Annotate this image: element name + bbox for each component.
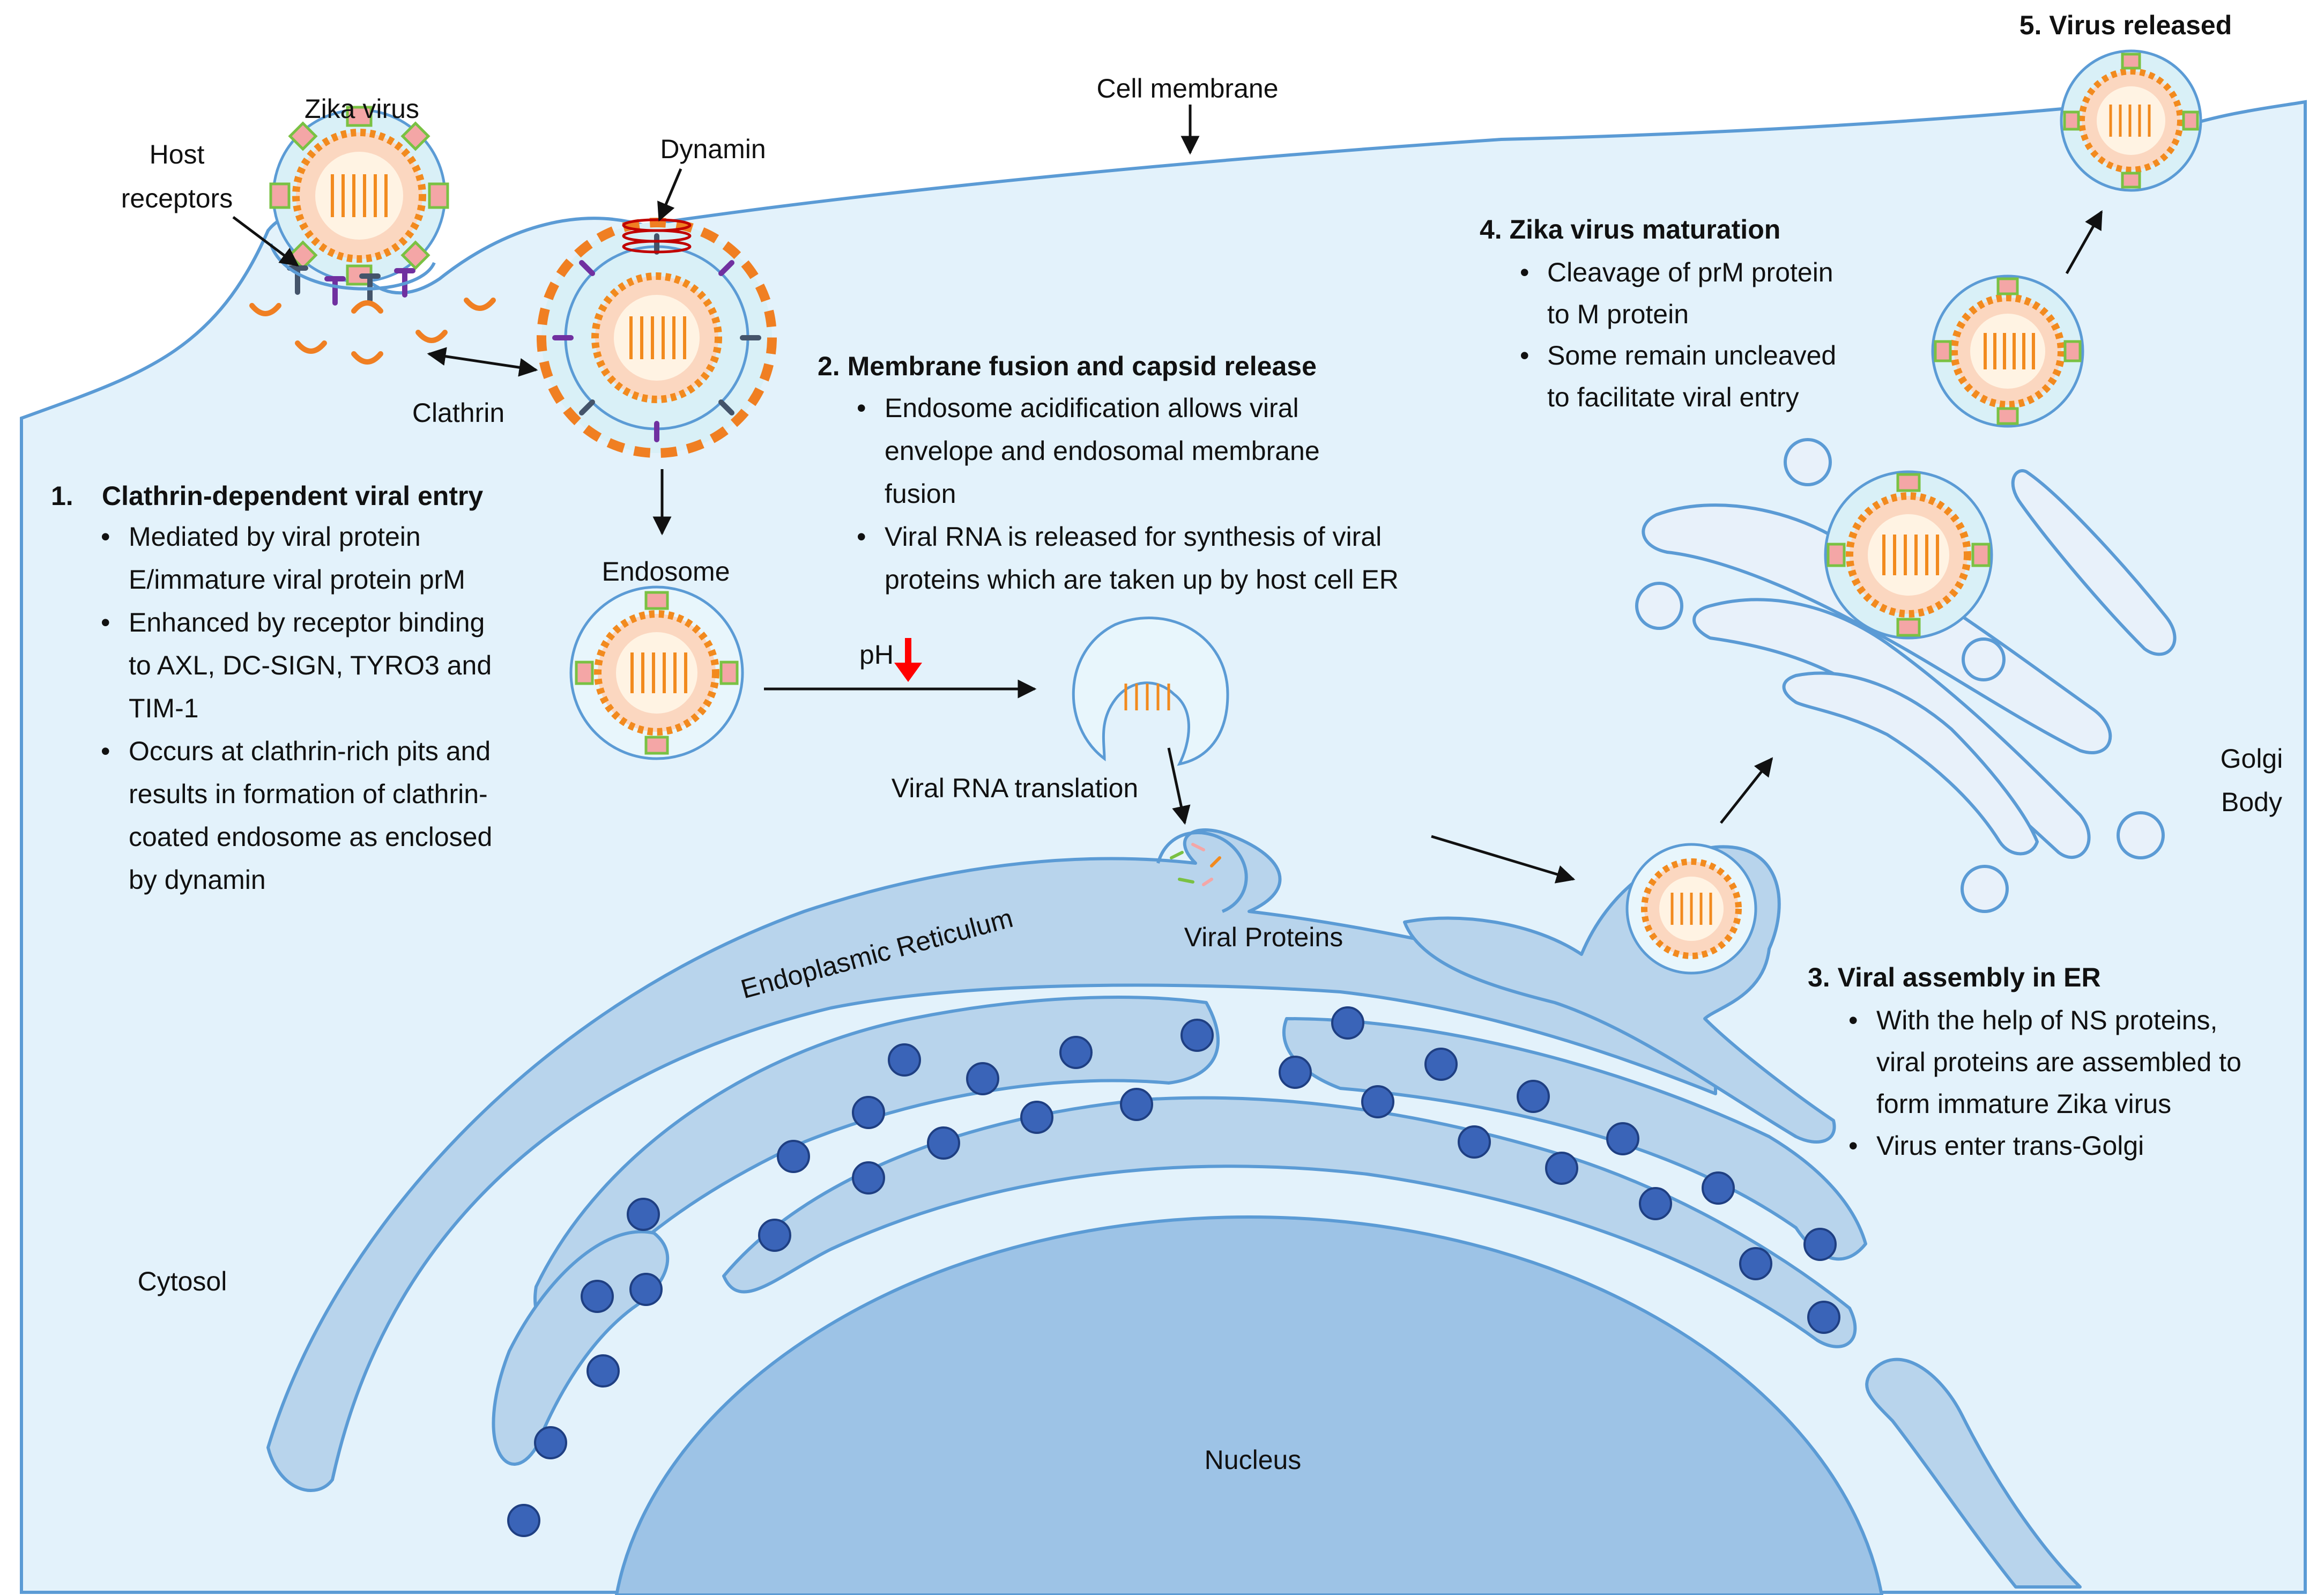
virus-in-golgi bbox=[1824, 470, 1993, 640]
step-1-line: TIM-1 bbox=[129, 693, 199, 723]
step-2-line: Endosome acidification allows viral bbox=[885, 393, 1299, 423]
step-2-line: Viral RNA is released for synthesis of v… bbox=[885, 522, 1382, 552]
viral-proteins-fragments bbox=[1170, 843, 1221, 886]
released-virus bbox=[2060, 49, 2202, 192]
label-cell-membrane: Cell membrane bbox=[1096, 73, 1278, 103]
step-4-line: to M protein bbox=[1547, 299, 1689, 329]
label-viral-proteins: Viral Proteins bbox=[1184, 922, 1343, 952]
svg-text:•: • bbox=[857, 393, 866, 423]
zika-virus-particle-outside bbox=[269, 106, 449, 286]
step-3-line: With the help of NS proteins, bbox=[1876, 1005, 2217, 1035]
svg-text:•: • bbox=[101, 607, 110, 637]
mature-virus-cytosol bbox=[1931, 275, 2084, 428]
label-zika-virus: Zika virus bbox=[305, 94, 419, 124]
label-cytosol: Cytosol bbox=[138, 1266, 227, 1296]
step-1-text: 1. Clathrin-dependent viral entry • Medi… bbox=[51, 481, 492, 895]
clathrin-fragments bbox=[249, 298, 496, 365]
step-3-line: form immature Zika virus bbox=[1876, 1089, 2171, 1119]
label-golgi: Golgi bbox=[2221, 744, 2283, 774]
ph-down-arrow bbox=[894, 638, 922, 682]
step-2-line: envelope and endosomal membrane bbox=[885, 436, 1320, 466]
step-1-line: by dynamin bbox=[129, 865, 266, 895]
er-vesicle-viral-proteins bbox=[1156, 831, 1248, 913]
label-viral-rna-translation: Viral RNA translation bbox=[892, 773, 1138, 803]
step-5-title: 5. Virus released bbox=[2019, 10, 2232, 40]
step-3-text: 3. Viral assembly in ER • With the help … bbox=[1808, 962, 2241, 1161]
svg-text:•: • bbox=[1848, 1005, 1858, 1035]
label-receptors: receptors bbox=[121, 183, 233, 213]
step-1-line: results in formation of clathrin- bbox=[129, 779, 488, 809]
step-3-line: Virus enter trans-Golgi bbox=[1876, 1131, 2144, 1161]
label-host: Host bbox=[150, 139, 205, 169]
step-3-line: viral proteins are assembled to bbox=[1876, 1047, 2241, 1077]
label-clathrin: Clathrin bbox=[412, 398, 504, 428]
label-endosome: Endosome bbox=[602, 557, 730, 587]
dynamin-ring bbox=[622, 218, 692, 254]
svg-text:•: • bbox=[1520, 340, 1529, 370]
step-2-title: 2. Membrane fusion and capsid release bbox=[818, 351, 1317, 381]
step-3-title: 3. Viral assembly in ER bbox=[1808, 962, 2101, 992]
endosome-virus bbox=[569, 585, 744, 760]
step-1-line: Mediated by viral protein bbox=[129, 522, 421, 552]
label-dynamin: Dynamin bbox=[660, 134, 766, 164]
immature-virus-er bbox=[1625, 843, 1757, 975]
step-1-line: Enhanced by receptor binding bbox=[129, 607, 485, 637]
step-4-line: to facilitate viral entry bbox=[1547, 382, 1799, 412]
step-4-text: 4. Zika virus maturation • Cleavage of p… bbox=[1480, 214, 1836, 412]
step-4-line: Cleavage of prM protein bbox=[1547, 257, 1833, 287]
step-4-line: Some remain uncleaved bbox=[1547, 340, 1836, 370]
step-4-title: 4. Zika virus maturation bbox=[1480, 214, 1780, 244]
label-nucleus: Nucleus bbox=[1205, 1445, 1302, 1475]
ribosomes bbox=[507, 1006, 1840, 1537]
step-1-line: Occurs at clathrin-rich pits and bbox=[129, 736, 491, 766]
arrows bbox=[232, 105, 2103, 884]
svg-text:•: • bbox=[101, 522, 110, 552]
step-1-line: to AXL, DC-SIGN, TYRO3 and bbox=[129, 650, 492, 680]
step-1-line: E/immature viral protein prM bbox=[129, 565, 465, 595]
step-1-line: coated endosome as enclosed bbox=[129, 822, 492, 852]
svg-text:•: • bbox=[1848, 1131, 1858, 1161]
nucleus bbox=[614, 1215, 1884, 1595]
step-1-number: 1. bbox=[51, 481, 73, 511]
svg-text:•: • bbox=[1520, 257, 1529, 287]
svg-text:•: • bbox=[857, 522, 866, 552]
fusion-vesicle bbox=[1072, 617, 1229, 766]
label-body: Body bbox=[2221, 787, 2282, 817]
step-2-line: fusion bbox=[885, 479, 956, 509]
clathrin-coated-vesicle bbox=[537, 218, 777, 458]
step-2-line: proteins which are taken up by host cell… bbox=[885, 565, 1399, 595]
label-ph: pH bbox=[859, 640, 894, 670]
svg-text:•: • bbox=[101, 736, 110, 766]
step-2-text: 2. Membrane fusion and capsid release • … bbox=[818, 351, 1399, 595]
step-1-title: Clathrin-dependent viral entry bbox=[102, 481, 483, 511]
